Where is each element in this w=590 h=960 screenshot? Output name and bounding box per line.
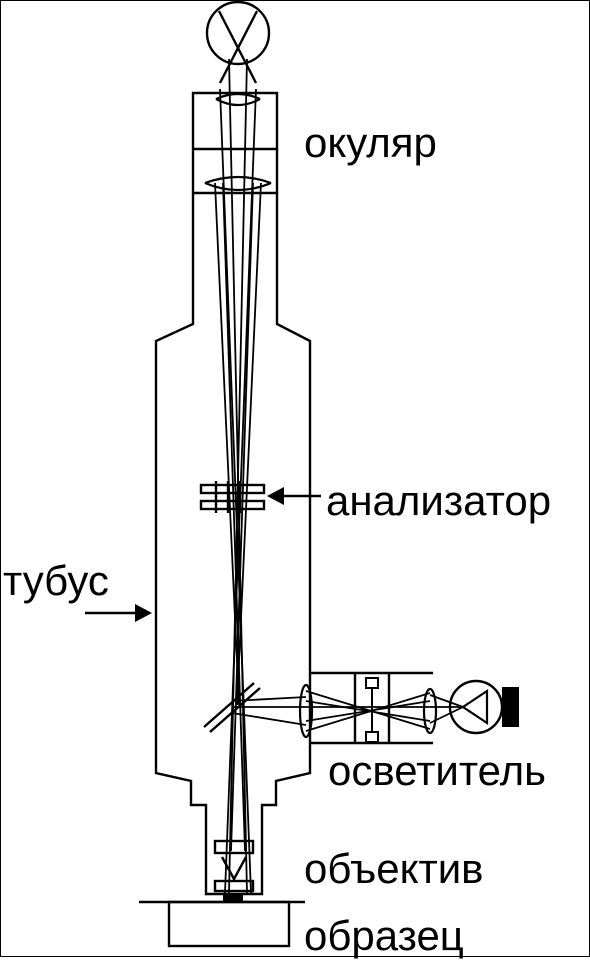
illuminator-housing (310, 671, 433, 745)
light-rays (214, 58, 262, 894)
illuminator-lenses (298, 683, 438, 739)
arrow-icon (85, 487, 321, 622)
label-tube: тубус (3, 557, 109, 604)
eye-icon (205, 1, 271, 84)
label-illuminator: осветитель (328, 747, 546, 794)
label-analyzer: анализатор (326, 477, 552, 524)
illumination-rays (231, 690, 464, 732)
label-ocular: окуляр (304, 119, 437, 166)
lamp-icon (448, 679, 519, 735)
sample-stage (139, 893, 305, 948)
label-objective: объектив (304, 845, 484, 892)
tube-body (154, 91, 312, 896)
ocular-lenses (204, 92, 272, 192)
label-sample: образец (304, 912, 464, 959)
